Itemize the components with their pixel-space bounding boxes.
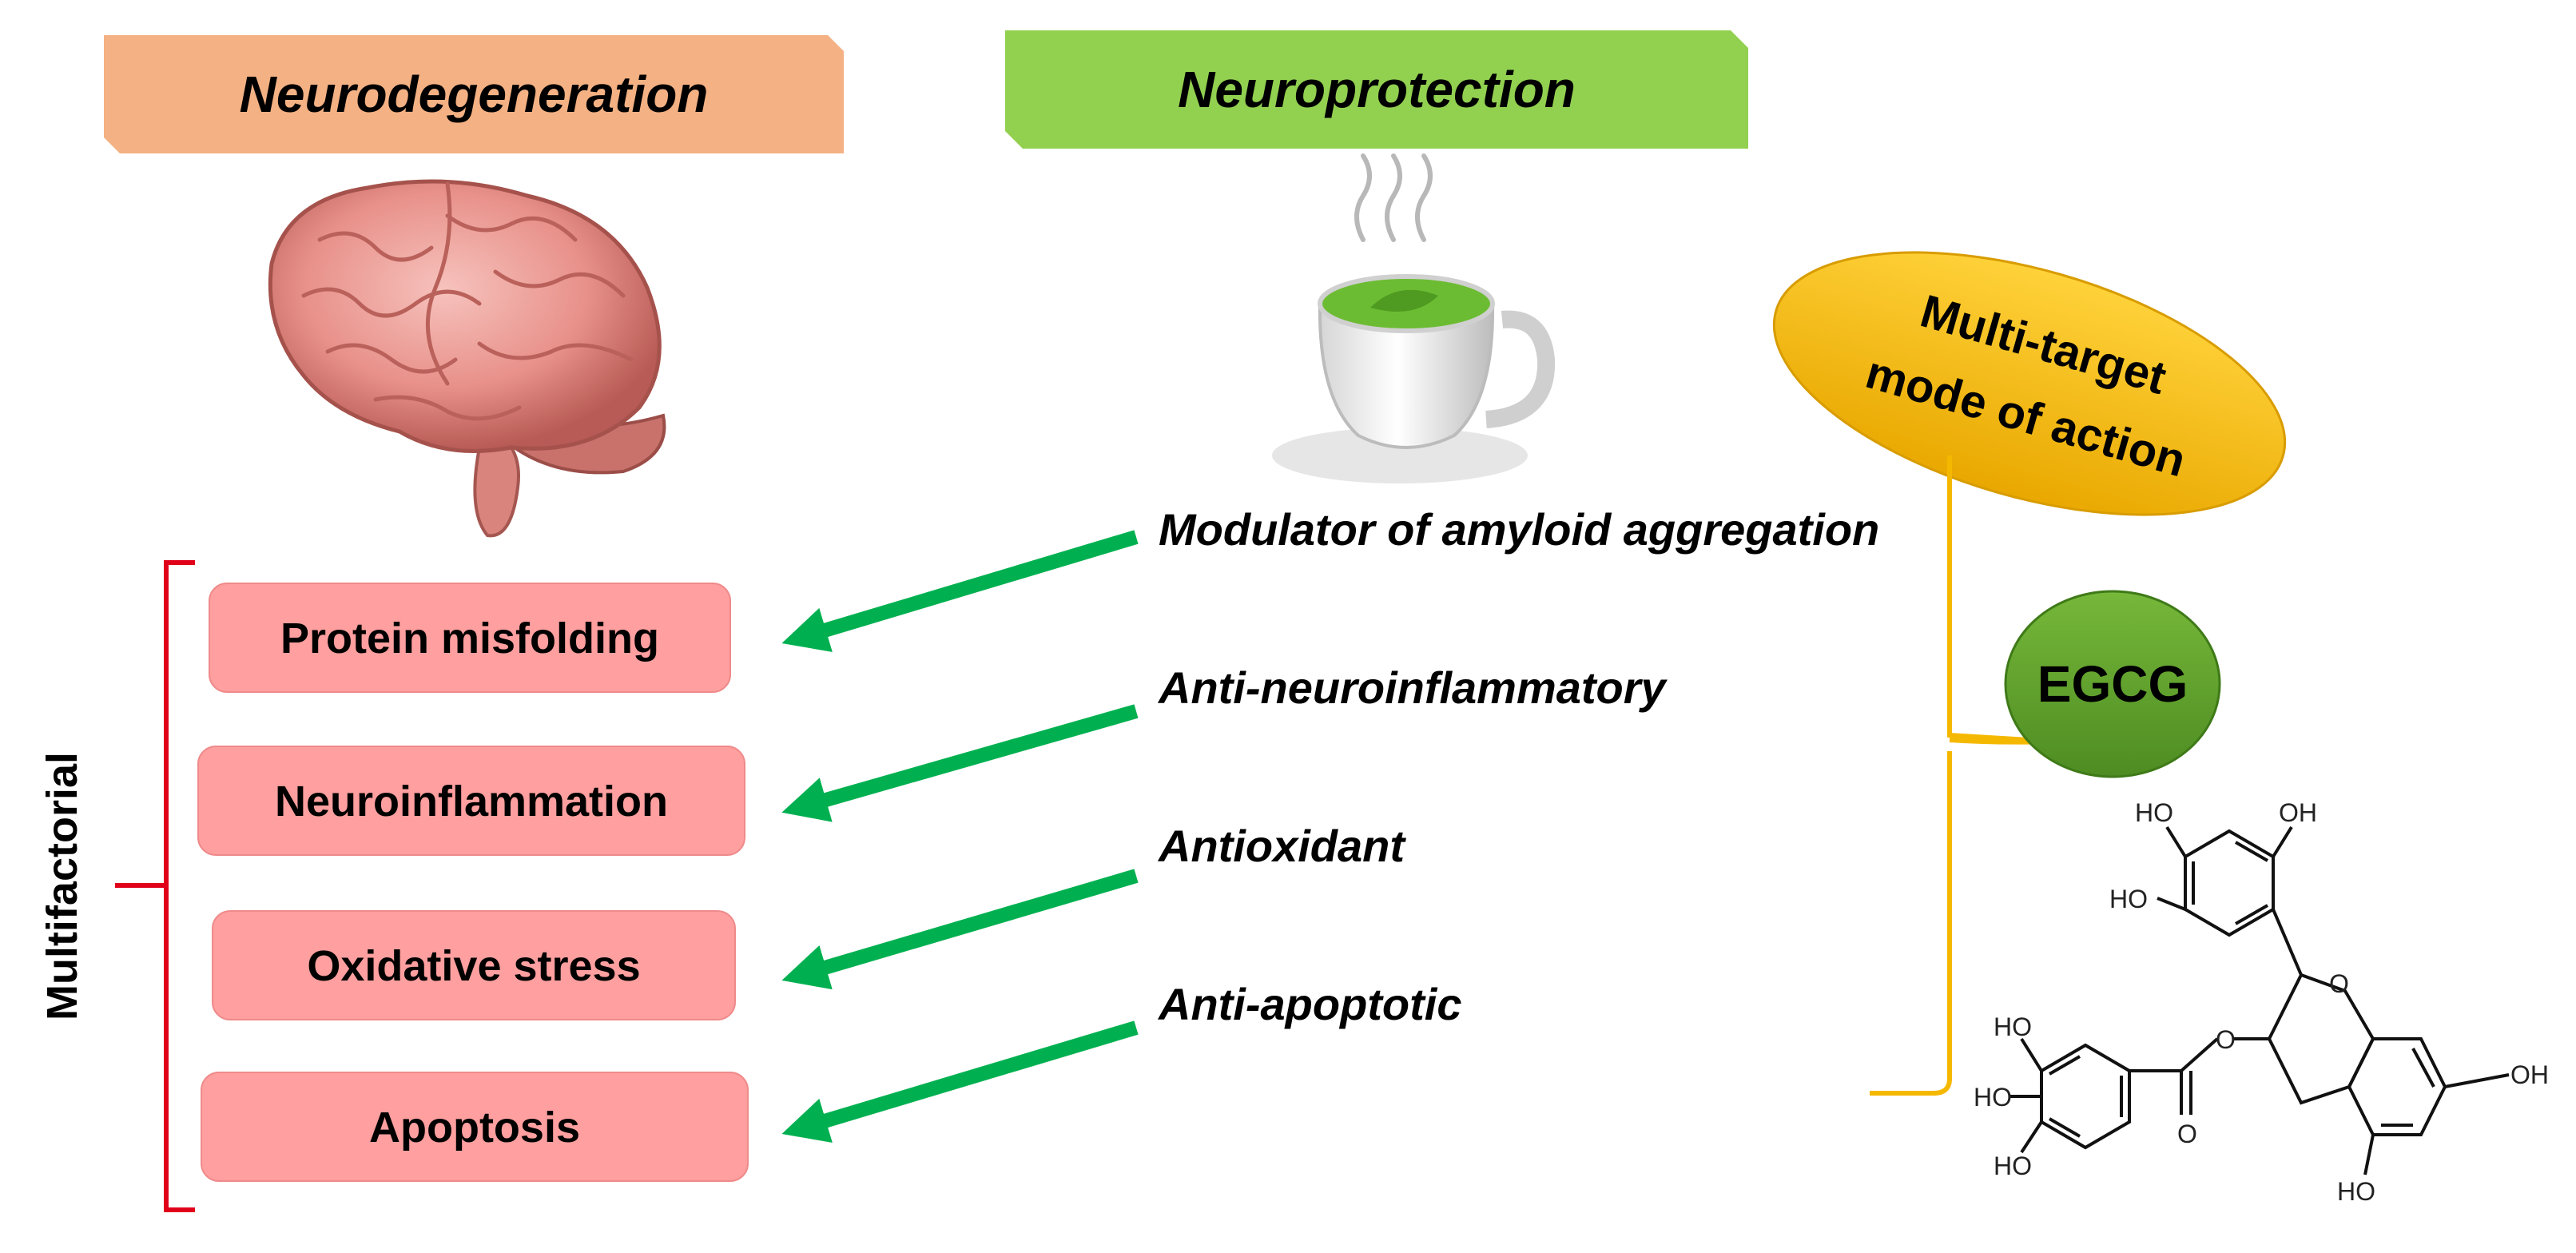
factor-box-apoptosis: Apoptosis [201,1072,749,1182]
molecule-label: OH [2510,1060,2549,1089]
tea-cup-icon [1272,153,1556,483]
molecule-label: HO [1994,1152,2032,1180]
factor-label: Oxidative stress [307,942,640,990]
gold-connector [1870,455,2056,1096]
header-neurodegeneration: Neurodegeneration [104,35,844,153]
multifactorial-label: Multifactorial [38,752,86,1020]
molecule-label: HO [1974,1083,2012,1112]
arrow-anti-apoptotic [781,1020,1139,1144]
molecule-label: HO [2337,1177,2375,1206]
multifactorial-bracket [115,560,195,1212]
molecule-label: O [2329,969,2349,998]
factor-box-neuroinflammation: Neuroinflammation [197,746,745,856]
factor-label: Apoptosis [369,1104,580,1152]
molecule-label: O [2216,1025,2236,1054]
mechanism-label: Antioxidant [1157,821,1406,871]
factor-label: Neuroinflammation [275,778,668,825]
molecule-label: HO [1994,1012,2032,1041]
header-neuroprotection-label: Neuroprotection [1178,61,1576,118]
brain-icon [268,179,666,538]
arrow-antioxidant [781,869,1139,990]
header-neuroprotection: Neuroprotection [1005,30,1748,149]
arrow-amyloid [781,530,1139,653]
mechanism-label: Modulator of amyloid aggregation [1159,504,1879,555]
mechanism-label: Anti-neuroinflammatory [1157,662,1668,713]
arrow-neuroinflammatory [781,704,1139,822]
factor-box-oxidative-stress: Oxidative stress [212,910,736,1020]
egcg-label: EGCG [2037,655,2188,713]
factor-label: Protein misfolding [280,615,659,662]
factor-box-protein-misfolding: Protein misfolding [209,583,731,693]
multi-target-ellipse: Multi-target mode of action [1772,251,2287,516]
molecule-label: HO [2109,885,2148,913]
molecule-label: O [2177,1120,2197,1148]
egcg-ellipse: EGCG [2004,590,2221,778]
egcg-molecule-labels: HO OH HO O O O HO HO HO OH HO [1974,798,2549,1206]
arrows [781,530,1139,1144]
molecule-label: OH [2279,798,2317,827]
egcg-molecule-icon [2010,825,2510,1175]
molecule-label: HO [2135,798,2173,827]
mechanism-label: Anti-apoptotic [1157,979,1461,1029]
header-neurodegeneration-label: Neurodegeneration [240,66,709,123]
